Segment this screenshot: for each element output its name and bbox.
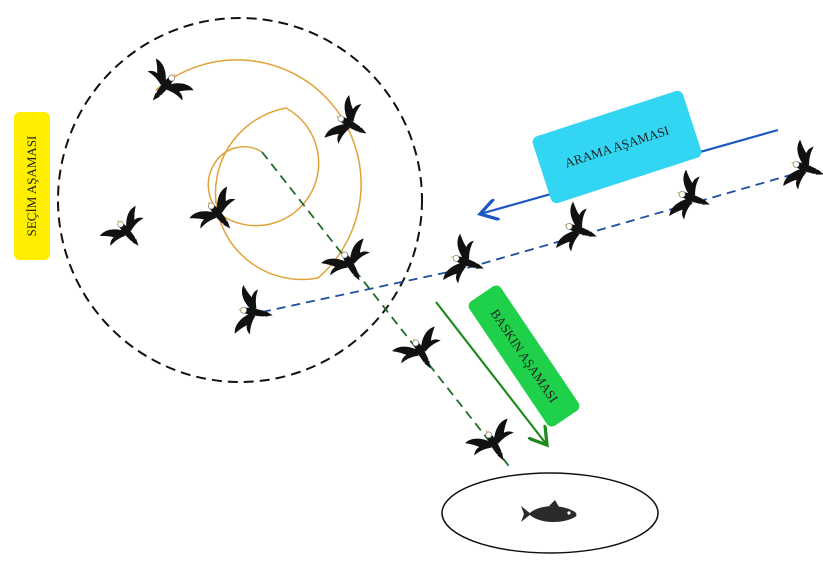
eagle-icon [233,284,278,341]
search-phase-label: ARAMA AŞAMASI [532,90,702,204]
selection-phase-label: SEÇİM AŞAMASI [14,112,50,260]
search-path-line [261,169,809,313]
selection-area-circle [57,17,423,383]
eagle-icon [133,57,195,117]
fish-icon [521,500,577,523]
selection-phase-text: SEÇİM AŞAMASI [24,136,39,237]
attack-phase-label: BASKIN AŞAMASI [468,285,580,427]
search-phase-box [532,90,702,204]
attack-phase-box [468,285,580,427]
selection-phase-box [14,112,50,260]
eagle-icon [781,138,823,199]
eagle-icon [98,204,157,262]
spiral-path [155,59,362,281]
eagle-icon [464,417,526,474]
eagle-icon [667,168,719,229]
attack-arrow [435,301,547,445]
attack-path-line [261,151,513,471]
eagle-icon [391,325,453,382]
eagle-icon [320,237,382,294]
prey-area-ellipse [441,472,659,554]
eagle-icon [188,185,250,245]
